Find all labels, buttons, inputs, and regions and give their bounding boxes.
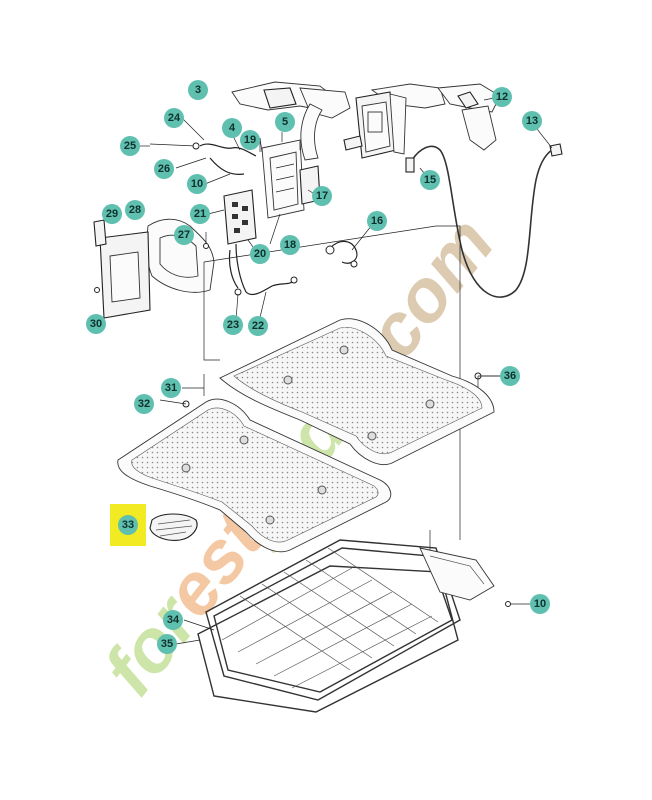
callout-27[interactable]: 27 [174,225,194,245]
callout-19[interactable]: 19 [240,130,260,150]
callout-30[interactable]: 30 [86,314,106,334]
callout-31[interactable]: 31 [161,378,181,398]
cover-plate [93,218,215,319]
svg-text:12: 12 [496,91,508,103]
callout-32[interactable]: 32 [134,394,154,414]
callout-15[interactable]: 15 [420,170,440,190]
callout-5[interactable]: 5 [275,112,295,132]
callout-33-highlighted[interactable]: 33 [110,504,146,546]
lower-mat [117,398,392,553]
svg-text:34: 34 [167,614,180,626]
callout-25[interactable]: 25 [120,136,140,156]
callout-4[interactable]: 4 [222,118,242,138]
callout-26[interactable]: 26 [154,159,174,179]
svg-text:15: 15 [424,174,436,186]
svg-text:30: 30 [90,318,102,330]
wire-harness [199,143,298,296]
control-box [343,91,407,159]
bracket-frame [261,139,321,219]
svg-text:4: 4 [229,122,236,134]
callout-10-bottom[interactable]: 10 [530,594,550,614]
wire-frame [197,539,495,713]
callout-34[interactable]: 34 [163,610,183,630]
callout-22[interactable]: 22 [248,316,268,336]
svg-text:17: 17 [316,190,328,202]
svg-text:10: 10 [191,178,203,190]
svg-text:13: 13 [526,115,538,127]
svg-text:24: 24 [168,112,181,124]
svg-text:22: 22 [252,320,264,332]
callout-35[interactable]: 35 [157,634,177,654]
svg-text:18: 18 [284,239,296,251]
callout-12[interactable]: 12 [492,87,512,107]
svg-text:33: 33 [122,519,134,531]
svg-text:10: 10 [534,598,546,610]
svg-text:20: 20 [254,248,266,260]
callout-17[interactable]: 17 [312,186,332,206]
callout-29[interactable]: 29 [102,204,122,224]
svg-text:21: 21 [194,208,206,220]
svg-text:3: 3 [195,84,201,96]
callout-23[interactable]: 23 [223,315,243,335]
svg-text:23: 23 [227,319,239,331]
callout-3[interactable]: 3 [188,80,208,100]
callout-20[interactable]: 20 [250,244,270,264]
circuit-board [223,189,257,245]
power-cable [405,143,563,298]
callout-16[interactable]: 16 [367,211,387,231]
callouts: 3 4 5 10 12 13 15 16 17 18 19 [86,80,553,654]
svg-text:16: 16 [371,215,383,227]
callout-18[interactable]: 18 [280,235,300,255]
svg-text:32: 32 [138,398,150,410]
sensor-cable [325,240,358,268]
upper-mat [219,318,495,465]
svg-text:36: 36 [504,370,516,382]
svg-text:35: 35 [161,638,173,650]
callout-13[interactable]: 13 [522,111,542,131]
svg-text:29: 29 [106,208,118,220]
callout-10-top[interactable]: 10 [187,174,207,194]
svg-text:5: 5 [282,116,288,128]
svg-text:27: 27 [178,229,190,241]
svg-text:25: 25 [124,140,136,152]
callout-21[interactable]: 21 [190,204,210,224]
svg-text:31: 31 [165,382,177,394]
callout-28[interactable]: 28 [125,200,145,220]
callout-36[interactable]: 36 [500,366,520,386]
callout-24[interactable]: 24 [164,108,184,128]
svg-text:26: 26 [158,163,170,175]
svg-text:28: 28 [129,204,141,216]
rubber-pad [149,513,198,541]
svg-text:19: 19 [244,134,256,146]
